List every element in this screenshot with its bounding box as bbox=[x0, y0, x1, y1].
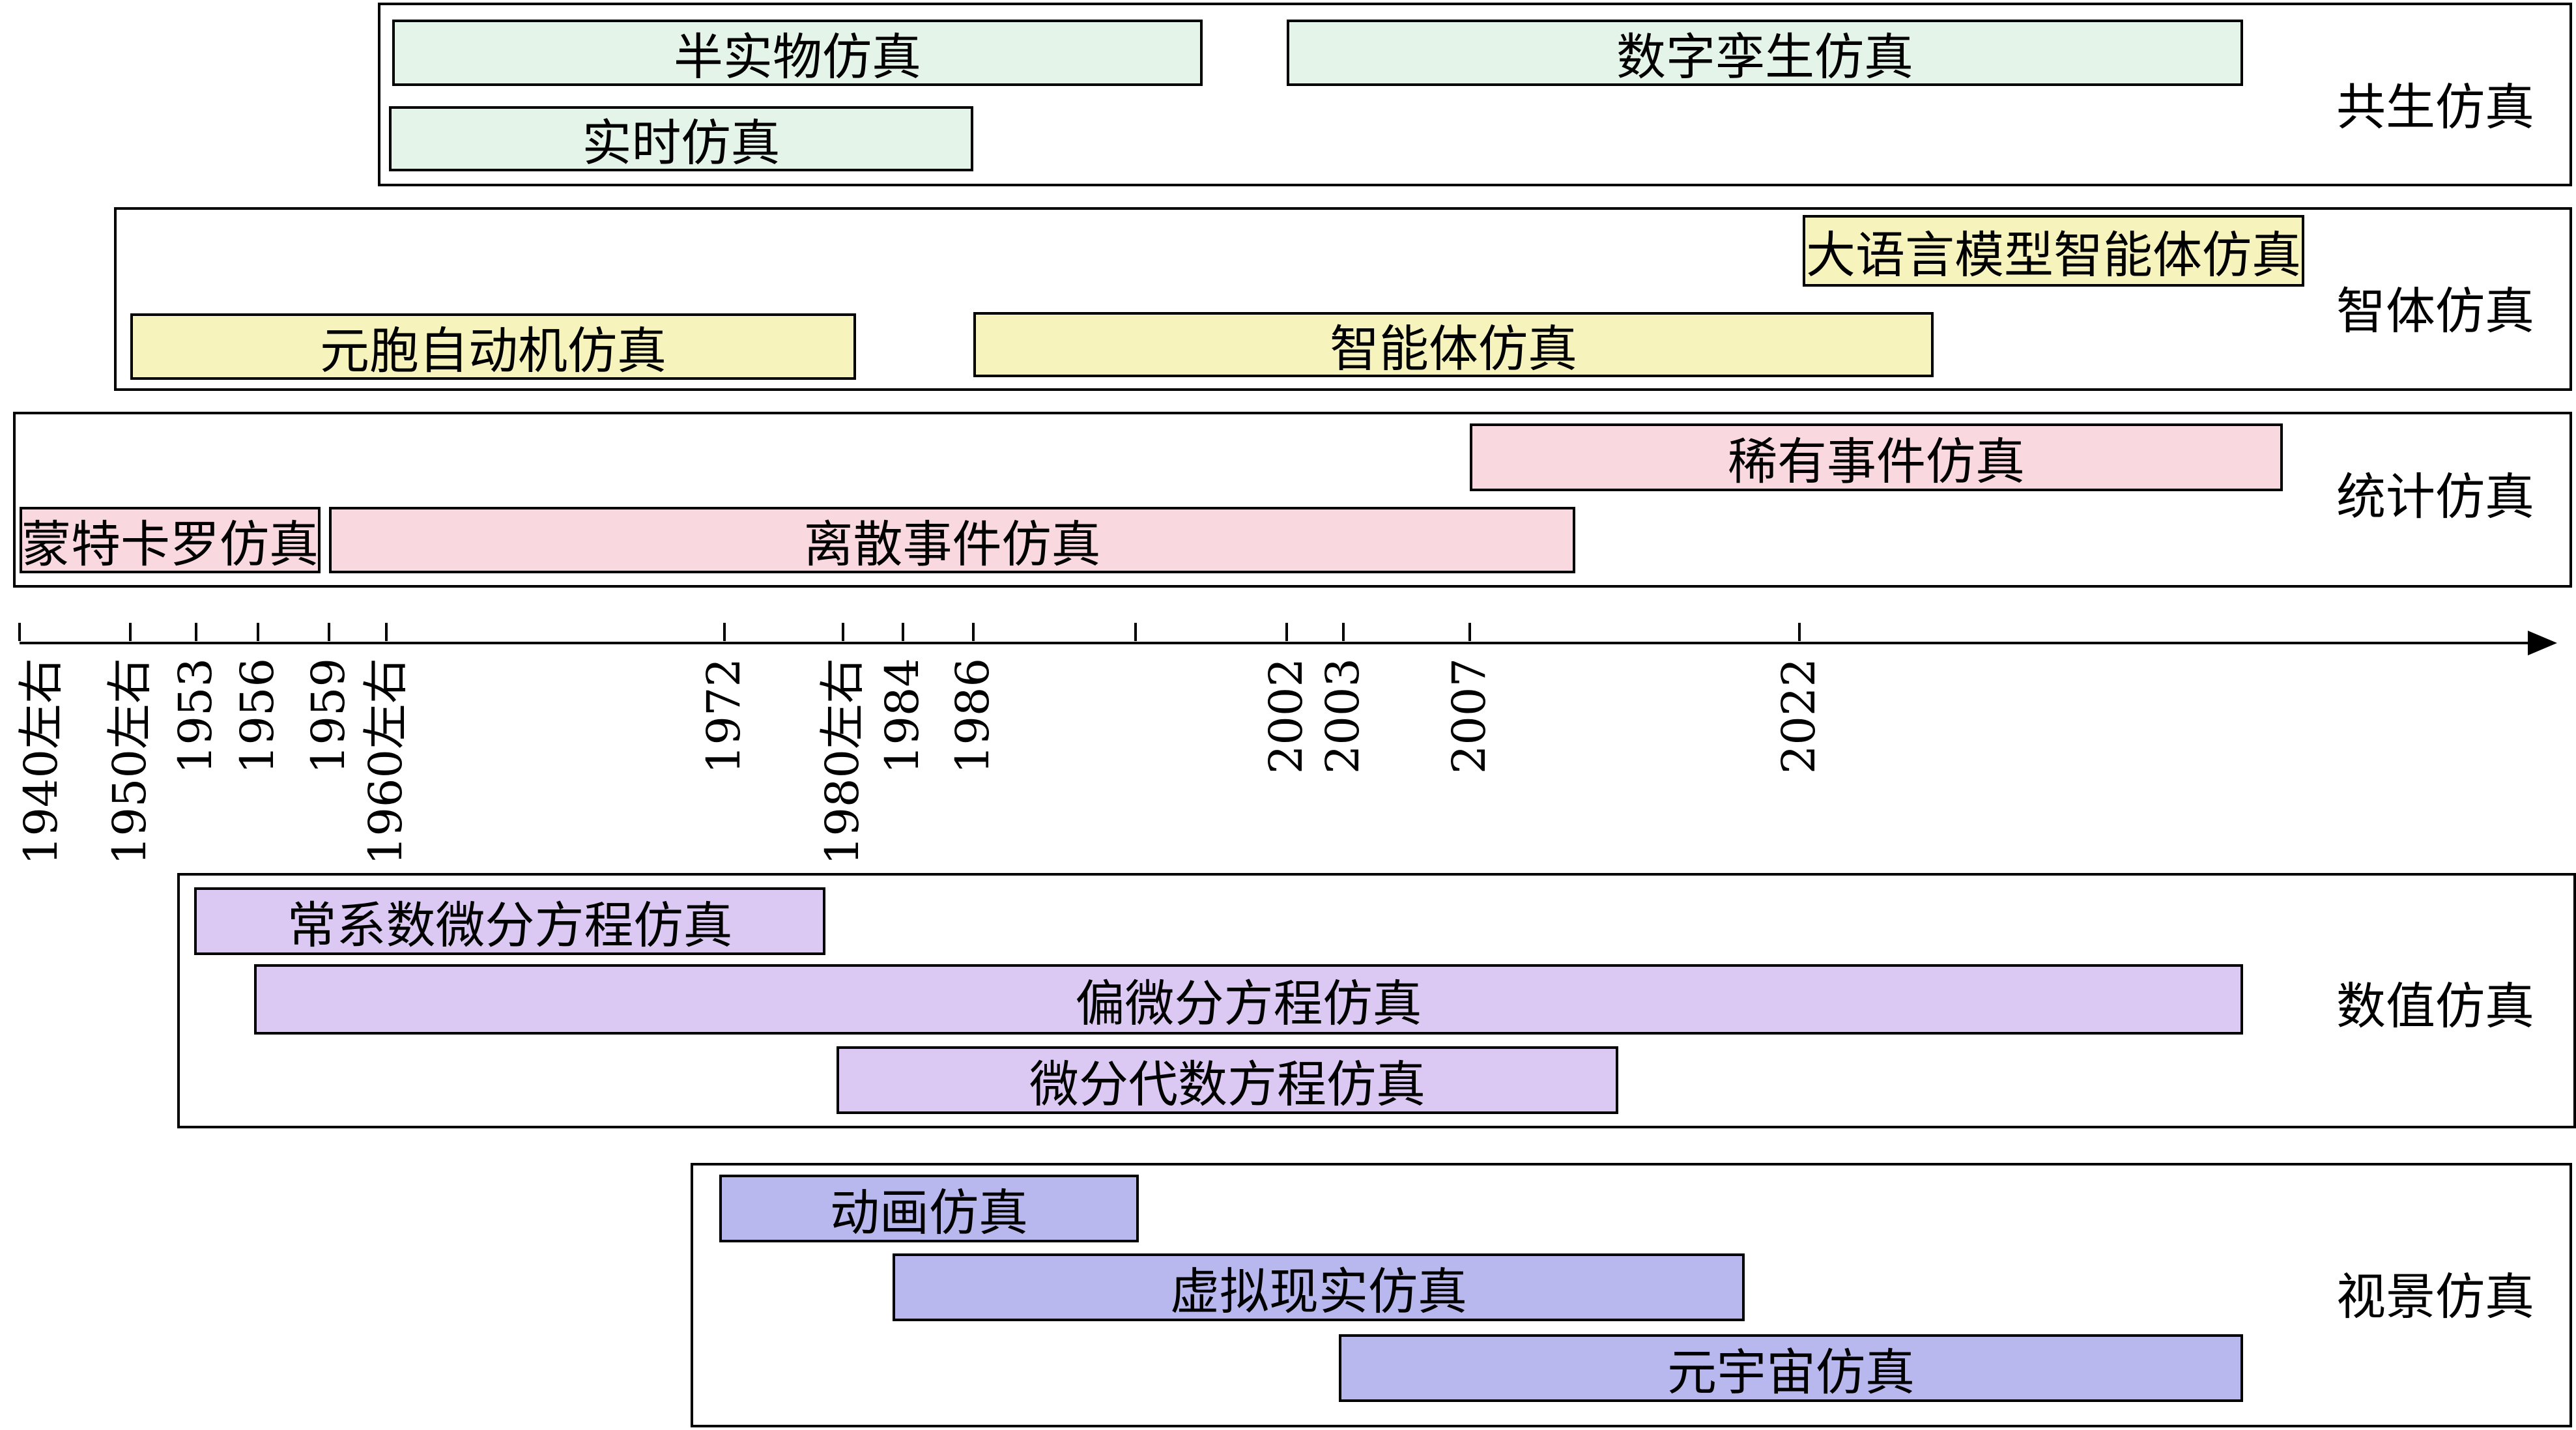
tick-label: 1986 bbox=[946, 658, 999, 775]
tick-label: 2022 bbox=[1772, 658, 1825, 775]
group-box-agent bbox=[114, 207, 2572, 391]
tick-mark bbox=[902, 623, 904, 641]
tick-label: 1956 bbox=[231, 658, 284, 775]
group-box-symbiotic bbox=[378, 3, 2572, 186]
tick-label: 1980左右 bbox=[816, 658, 869, 866]
bar-ode: 常系数微分方程仿真 bbox=[194, 887, 825, 955]
tick-mark bbox=[723, 623, 726, 641]
tick-label: 1972 bbox=[697, 658, 751, 775]
bar-agent-based: 智能体仿真 bbox=[973, 312, 1934, 377]
tick-mark bbox=[1468, 623, 1471, 641]
tick-mark bbox=[1798, 623, 1801, 641]
bar-dae: 微分代数方程仿真 bbox=[837, 1046, 1618, 1114]
tick-mark bbox=[18, 623, 21, 641]
group-box-visual bbox=[691, 1163, 2572, 1427]
tick-mark bbox=[257, 623, 259, 641]
tick-label: 1959 bbox=[302, 658, 355, 775]
tick-label: 1984 bbox=[876, 658, 929, 775]
tick-label: 1953 bbox=[169, 658, 222, 775]
group-label-symbiotic: 共生仿真 bbox=[2336, 78, 2534, 136]
tick-label: 1950左右 bbox=[103, 658, 156, 866]
tick-label: 2007 bbox=[1442, 658, 1496, 775]
bar-llm-agent: 大语言模型智能体仿真 bbox=[1803, 215, 2304, 287]
bar-cellular-automata: 元胞自动机仿真 bbox=[130, 313, 856, 380]
bar-digital-twin: 数字孪生仿真 bbox=[1287, 20, 2243, 86]
tick-label: 2003 bbox=[1316, 658, 1369, 775]
bar-animation: 动画仿真 bbox=[719, 1175, 1139, 1242]
group-box-stat bbox=[13, 412, 2572, 588]
tick-mark bbox=[972, 623, 975, 641]
tick-mark bbox=[842, 623, 844, 641]
tick-label: 1940左右 bbox=[14, 658, 68, 866]
timeline-axis bbox=[20, 631, 2557, 655]
tick-label: 2002 bbox=[1259, 658, 1313, 775]
tick-mark bbox=[1285, 623, 1288, 641]
group-label-numeric: 数值仿真 bbox=[2336, 977, 2534, 1035]
tick-mark bbox=[1342, 623, 1345, 641]
group-label-visual: 视景仿真 bbox=[2336, 1268, 2534, 1326]
tick-mark bbox=[129, 623, 132, 641]
tick-mark bbox=[328, 623, 330, 641]
tick-mark bbox=[385, 623, 388, 641]
tick-mark bbox=[1134, 623, 1137, 641]
bar-discrete-event: 离散事件仿真 bbox=[329, 507, 1575, 573]
bar-rare-event: 稀有事件仿真 bbox=[1470, 423, 2283, 491]
group-label-agent: 智体仿真 bbox=[2336, 282, 2534, 340]
tick-mark bbox=[195, 623, 197, 641]
bar-metaverse: 元宇宙仿真 bbox=[1339, 1334, 2243, 1402]
bar-pde: 偏微分方程仿真 bbox=[254, 964, 2243, 1035]
bar-hardware-in-loop: 半实物仿真 bbox=[392, 20, 1203, 86]
bar-monte-carlo: 蒙特卡罗仿真 bbox=[20, 507, 321, 573]
bar-virtual-reality: 虚拟现实仿真 bbox=[893, 1253, 1745, 1321]
bar-real-time: 实时仿真 bbox=[389, 106, 973, 171]
group-box-numeric bbox=[177, 873, 2576, 1128]
tick-label: 1960左右 bbox=[359, 658, 412, 866]
group-label-stat: 统计仿真 bbox=[2336, 468, 2534, 526]
